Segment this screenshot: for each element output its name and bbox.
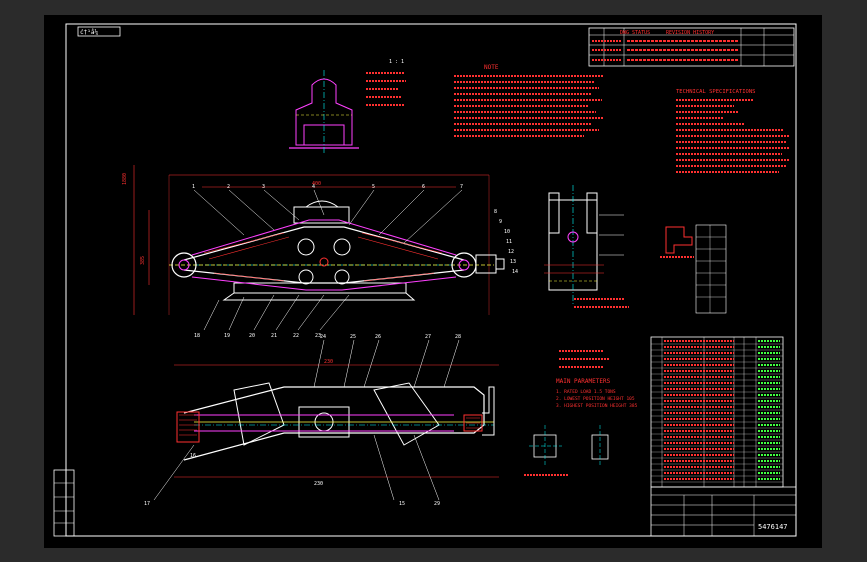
item-label: 7 bbox=[460, 184, 463, 190]
param-line: 1. RATED LOAD 1.5 TONS bbox=[556, 389, 616, 395]
item-label: 5 bbox=[372, 184, 375, 190]
item-label: 23 bbox=[315, 333, 321, 339]
tech-spec-block: TECHNICAL SPECIFICATIONS bbox=[676, 89, 789, 173]
title-block: 5476147 bbox=[650, 486, 797, 537]
elevation-dimensions: 1880 385 400 bbox=[122, 165, 490, 315]
param-line: 3. HIGHEST POSITION HEIGHT 385 bbox=[556, 403, 638, 409]
item-label: 6 bbox=[422, 184, 425, 190]
item-label: 11 bbox=[506, 239, 512, 245]
revision-table: DWG STATUS REVISION HISTORY bbox=[588, 27, 795, 67]
param-line: 2. LOWEST POSITION HEIGHT 105 bbox=[556, 396, 635, 402]
title-tag-box bbox=[77, 26, 121, 37]
item-label: 20 bbox=[249, 333, 255, 339]
item-label: 9 bbox=[499, 219, 502, 225]
item-label: 27 bbox=[425, 334, 431, 340]
item-label: 19 bbox=[224, 333, 230, 339]
title-tag: ć†¹å¼ bbox=[80, 29, 102, 36]
item-labels-bottom: 18 19 20 21 22 23 bbox=[194, 333, 321, 339]
item-label: 3 bbox=[262, 184, 265, 190]
dim-top-len: 230 bbox=[324, 359, 333, 365]
handle-detail bbox=[660, 226, 694, 258]
drawing-number: 5476147 bbox=[758, 523, 788, 531]
item-label: 13 bbox=[510, 259, 516, 265]
jack-side-view: 8 9 10 11 12 13 14 bbox=[494, 185, 629, 308]
item-label: 4 bbox=[312, 184, 315, 190]
item-label: 25 bbox=[350, 334, 356, 340]
left-strip bbox=[53, 469, 75, 537]
small-detail-bottom bbox=[524, 425, 609, 476]
dim-width: 400 bbox=[312, 181, 321, 187]
item-label: 15 bbox=[399, 501, 405, 507]
item-label: 16 bbox=[190, 453, 196, 459]
note-title: NOTE bbox=[484, 64, 499, 71]
notes-block: NOTE bbox=[454, 64, 604, 137]
main-parameters: MAIN PARAMETERS 1. RATED LOAD 1.5 TONS 2… bbox=[556, 350, 638, 409]
item-labels-top: 1 2 3 4 5 6 7 bbox=[192, 184, 463, 190]
jack-elevation-view bbox=[169, 189, 505, 331]
main-params-title: MAIN PARAMETERS bbox=[556, 378, 611, 385]
item-label: 12 bbox=[508, 249, 514, 255]
drawing-border bbox=[65, 23, 797, 537]
item-label: 24 bbox=[320, 334, 326, 340]
dwg-status-header: DWG STATUS bbox=[620, 30, 650, 36]
item-label: 10 bbox=[504, 229, 510, 235]
small-parts-table bbox=[695, 224, 727, 314]
item-label: 17 bbox=[144, 501, 150, 507]
dim-height-a: 1880 bbox=[122, 173, 128, 185]
item-label: 28 bbox=[455, 334, 461, 340]
dim-height-b: 385 bbox=[140, 256, 146, 265]
item-label: 29 bbox=[434, 501, 440, 507]
svg-text:1 : 1: 1 : 1 bbox=[389, 59, 404, 65]
item-label: 2 bbox=[227, 184, 230, 190]
cad-canvas: ć†¹å¼ DWG STATUS REVISION HISTORY NOTE bbox=[44, 15, 822, 548]
item-label: 8 bbox=[494, 209, 497, 215]
bill-of-materials bbox=[650, 336, 784, 488]
item-label: 14 bbox=[512, 269, 518, 275]
item-label: 18 bbox=[194, 333, 200, 339]
tech-spec-title: TECHNICAL SPECIFICATIONS bbox=[676, 89, 755, 95]
revision-header: REVISION HISTORY bbox=[666, 30, 714, 36]
item-label: 26 bbox=[375, 334, 381, 340]
item-label: 1 bbox=[192, 184, 195, 190]
item-label: 22 bbox=[293, 333, 299, 339]
cad-drawing: ć†¹å¼ DWG STATUS REVISION HISTORY NOTE bbox=[53, 23, 797, 537]
item-label: 21 bbox=[271, 333, 277, 339]
top-detail-view: 1 : 1 bbox=[289, 59, 406, 155]
dim-bottom-len: 230 bbox=[314, 481, 323, 487]
jack-plan-view: 230 230 16 15 17 24 25 26 27 bbox=[144, 334, 499, 507]
